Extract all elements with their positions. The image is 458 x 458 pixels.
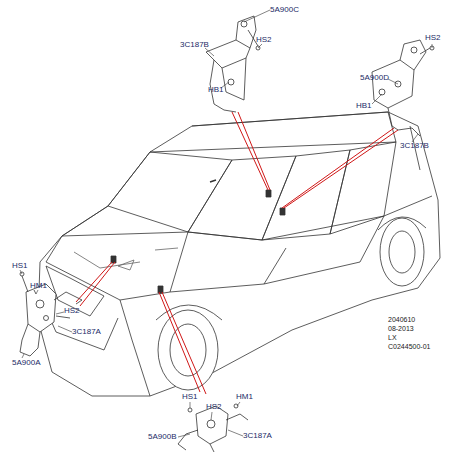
part-number: 5A900D bbox=[360, 74, 389, 82]
height-sensor-front-left bbox=[20, 272, 82, 356]
part-number: 3C187B bbox=[180, 41, 209, 49]
part-number: 3C187A bbox=[72, 328, 101, 336]
part-number: HS1 bbox=[12, 262, 28, 270]
drawing-reference: C0244500-01 bbox=[388, 343, 430, 350]
sensor-locations bbox=[111, 190, 285, 293]
part-number: HS2 bbox=[256, 36, 272, 44]
part-number: HS2 bbox=[64, 307, 80, 315]
location-leaders bbox=[76, 112, 398, 394]
part-number: HS1 bbox=[182, 393, 198, 401]
callout-leaders bbox=[20, 10, 432, 437]
height-sensor-rear-left bbox=[206, 16, 260, 112]
drawing-reference: 08-2013 bbox=[388, 325, 414, 332]
part-number: 5A900B bbox=[148, 433, 176, 441]
height-sensor-rear-right bbox=[372, 40, 434, 136]
drawing-reference: 2040610 bbox=[388, 316, 415, 323]
part-number: HB1 bbox=[356, 102, 372, 110]
part-number: HM1 bbox=[236, 393, 253, 401]
drawing-reference: LX bbox=[388, 334, 397, 341]
part-number: 5A900C bbox=[270, 6, 299, 14]
part-number: HS2 bbox=[206, 403, 222, 411]
part-number: 5A900A bbox=[12, 359, 40, 367]
part-number: 3C187B bbox=[400, 142, 429, 150]
part-number: HS2 bbox=[425, 34, 441, 42]
part-number: HB1 bbox=[208, 86, 224, 94]
part-number: HM1 bbox=[30, 282, 47, 290]
vehicle bbox=[38, 112, 440, 396]
height-sensor-front-right bbox=[178, 404, 248, 452]
part-number: 3C187A bbox=[243, 432, 272, 440]
